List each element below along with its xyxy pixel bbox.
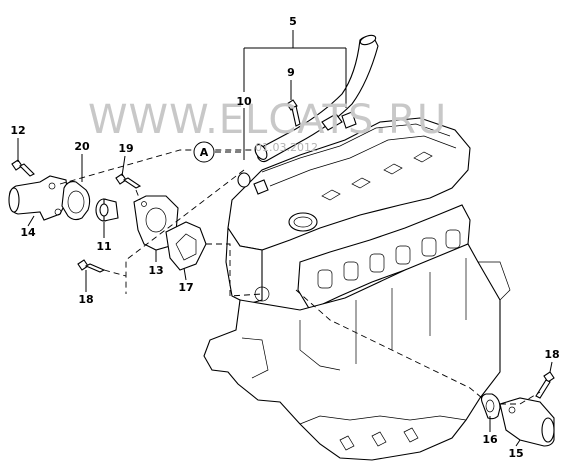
water-outlet-14 <box>8 175 69 221</box>
bolt-18-right <box>535 371 555 399</box>
bolt-18-left <box>77 259 106 273</box>
engine-block <box>203 117 511 461</box>
gasket-20 <box>61 181 91 221</box>
label-5: 5 <box>289 15 297 28</box>
label-20: 20 <box>74 140 90 153</box>
bolt-9 <box>286 99 301 127</box>
callout-a: A <box>193 141 215 163</box>
label-13: 13 <box>148 264 163 277</box>
gasket-16 <box>480 393 501 420</box>
watermark-date: 01.03.2012 <box>255 141 318 154</box>
label-10: 10 <box>236 95 252 108</box>
label-18-left: 18 <box>78 293 93 306</box>
label-12: 12 <box>10 124 25 137</box>
label-16: 16 <box>482 433 498 446</box>
label-18-right: 18 <box>544 348 559 361</box>
label-9: 9 <box>287 66 295 79</box>
dashed-lines <box>59 149 541 405</box>
label-19: 19 <box>118 142 133 155</box>
water-outlet-15 <box>499 397 555 447</box>
label-15: 15 <box>508 447 523 460</box>
callout-a-label: A <box>200 146 209 159</box>
label-14: 14 <box>20 226 36 239</box>
thermostat-11 <box>95 198 119 222</box>
coolant-pipe <box>237 34 379 195</box>
bolt-12 <box>11 159 35 177</box>
bolt-19 <box>115 173 142 189</box>
label-11: 11 <box>96 240 111 253</box>
watermark-text: WWW.ELCATS.RU <box>88 97 447 143</box>
manifold-ports <box>317 229 461 289</box>
leader-lines <box>17 30 553 447</box>
callout-labels: 5 9 10 12 20 19 14 11 13 17 18 18 16 15 <box>10 15 559 460</box>
label-17: 17 <box>178 281 193 294</box>
gasket-17 <box>165 221 207 271</box>
